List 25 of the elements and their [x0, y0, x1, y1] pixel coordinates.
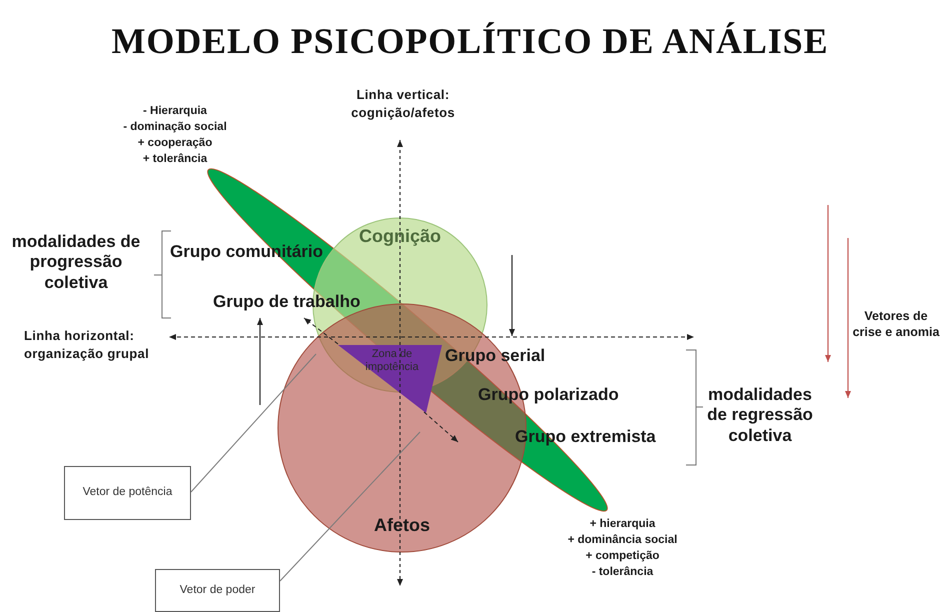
circle-label: Cognição	[358, 225, 442, 248]
text-label: - dominação social	[122, 120, 228, 135]
title: MODELO PSICOPOLÍTICO DE ANÁLISE	[110, 20, 830, 63]
zone-label: Zona de impotência	[364, 348, 420, 374]
text-label: modalidades de progressão coletiva	[10, 232, 142, 294]
arrow	[424, 412, 458, 442]
text-label: Linha vertical: cognição/afetos	[350, 86, 456, 122]
text-label: - Hierarquia	[142, 104, 208, 119]
text-label: Linha horizontal: organização grupal	[24, 327, 150, 362]
text-box: Vetor de potência	[64, 466, 191, 520]
leader-line	[280, 432, 420, 582]
arrow	[304, 318, 338, 344]
text-label: Vetores de crise e anomia	[852, 308, 940, 340]
text-label: Grupo extremista	[515, 427, 657, 448]
text-label: - tolerância	[590, 565, 654, 580]
text-label: + competição	[584, 549, 660, 564]
leader-line	[190, 354, 316, 492]
text-box: Vetor de poder	[155, 569, 280, 612]
circle-label: Afetos	[372, 514, 431, 537]
text-label: + tolerância	[142, 152, 208, 167]
text-label: + hierarquia	[588, 517, 656, 532]
text-label: + dominância social	[566, 533, 678, 548]
text-label: Grupo serial	[445, 346, 546, 366]
text-label: + cooperação	[136, 136, 214, 151]
text-label: modalidades de regressão coletiva	[706, 385, 814, 446]
